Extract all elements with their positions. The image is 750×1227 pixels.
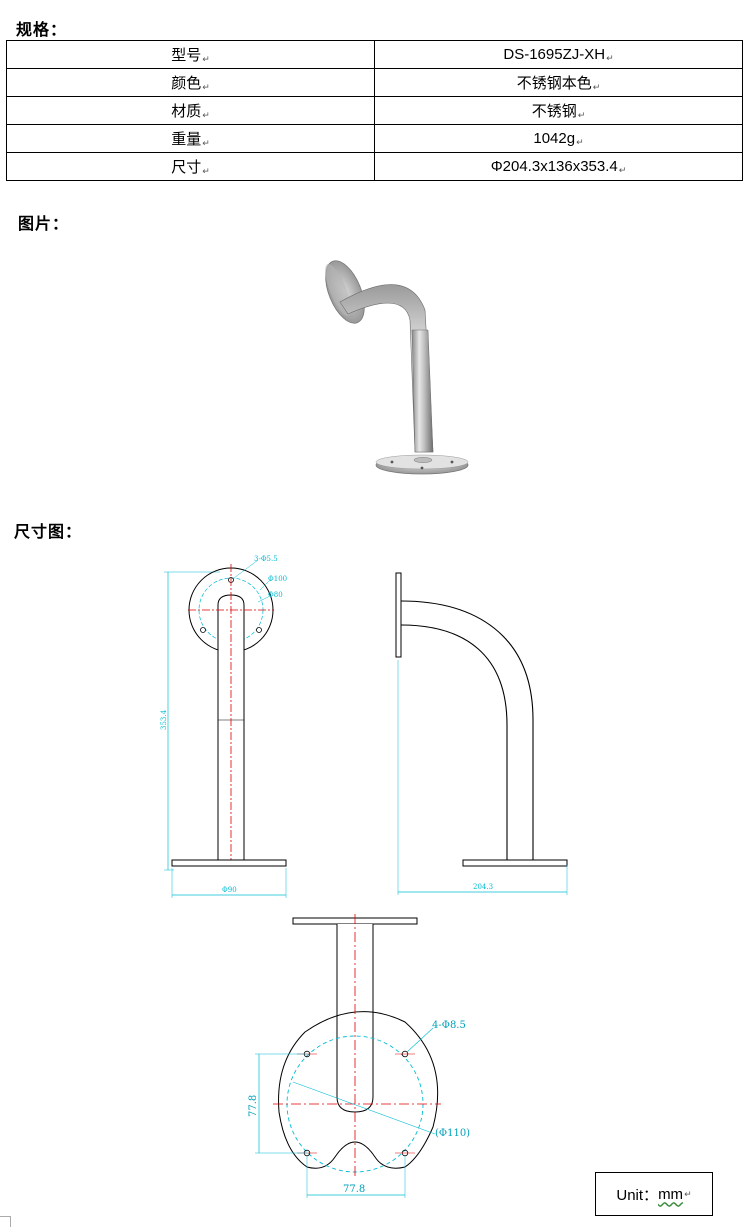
spec-heading: 规格：: [16, 20, 68, 39]
table-row: 材质↵ 不锈钢↵: [6, 96, 743, 125]
paragraph-mark-icon: ↵: [618, 164, 627, 175]
bottom-view-drawing: 4-Φ8.5 (Φ110) 77.8 77.8: [248, 914, 470, 1198]
spec-label-cell: 重量↵: [6, 124, 375, 153]
front-hole-label: 3-Φ5.5: [254, 555, 278, 563]
side-view-drawing: 204.3: [395, 572, 568, 895]
table-row: 尺寸↵ Φ204.3x136x353.4↵: [6, 152, 743, 181]
paragraph-mark-icon: ↵: [576, 136, 584, 147]
photo-heading: 图片：: [18, 214, 70, 233]
spec-label-cell: 尺寸↵: [6, 152, 375, 181]
paragraph-mark-icon: ↵: [202, 110, 210, 120]
dimension-drawing-heading: 尺寸图：: [14, 522, 83, 541]
table-row: 重量↵ 1042g↵: [6, 124, 743, 153]
paragraph-mark-icon: ↵: [202, 166, 210, 176]
spec-value-cell: Φ204.3x136x353.4↵: [374, 152, 743, 181]
side-width-label: 204.3: [473, 883, 493, 891]
unit-value: mm: [658, 1185, 684, 1203]
spec-value-cell: 1042g↵: [374, 124, 743, 153]
table-row: 颜色↵ 不锈钢本色↵: [6, 68, 743, 97]
paragraph-mark-icon: ↵: [202, 138, 210, 148]
spec-label-cell: 材质↵: [6, 96, 375, 125]
spec-value-cell: 不锈钢↵: [374, 96, 743, 125]
paragraph-mark-icon: ↵: [684, 1188, 692, 1199]
spec-label-cell: 颜色↵: [6, 68, 375, 97]
paragraph-mark-icon: ↵: [606, 52, 614, 63]
spec-value-cell: DS-1695ZJ-XH↵: [374, 40, 743, 69]
paragraph-mark-icon: ↵: [592, 82, 601, 92]
front-d2-label: Φ80: [268, 591, 283, 599]
unit-box: Unit：mm↵: [595, 1172, 713, 1216]
product-photo: [325, 260, 469, 475]
unit-label: Unit：: [616, 1186, 659, 1204]
paragraph-mark-icon: ↵: [202, 82, 210, 92]
spec-label-cell: 型号↵: [6, 40, 375, 69]
front-height-label: 353.4: [160, 709, 168, 730]
bottom-holes-label: 4-Φ8.5: [432, 1020, 466, 1031]
page-corner-mark: [0, 1216, 11, 1227]
spec-table: 型号↵ DS-1695ZJ-XH↵ 颜色↵ 不锈钢本色↵ 材质↵ 不锈钢↵ 重量…: [6, 40, 743, 181]
front-d1-label: Φ100: [268, 575, 287, 583]
bottom-vert-label: 77.8: [248, 1095, 259, 1117]
table-row: 型号↵ DS-1695ZJ-XH↵: [6, 40, 743, 69]
spec-value-cell: 不锈钢本色↵: [374, 68, 743, 97]
front-base-label: Φ90: [222, 886, 237, 894]
paragraph-mark-icon: ↵: [202, 54, 210, 64]
bottom-horiz-label: 77.8: [343, 1184, 365, 1195]
bottom-circle-label: (Φ110): [435, 1128, 470, 1139]
front-view-drawing: 353.4 Φ90 3-Φ5.5 Φ100 Φ80: [160, 555, 287, 898]
paragraph-mark-icon: ↵: [577, 110, 586, 120]
